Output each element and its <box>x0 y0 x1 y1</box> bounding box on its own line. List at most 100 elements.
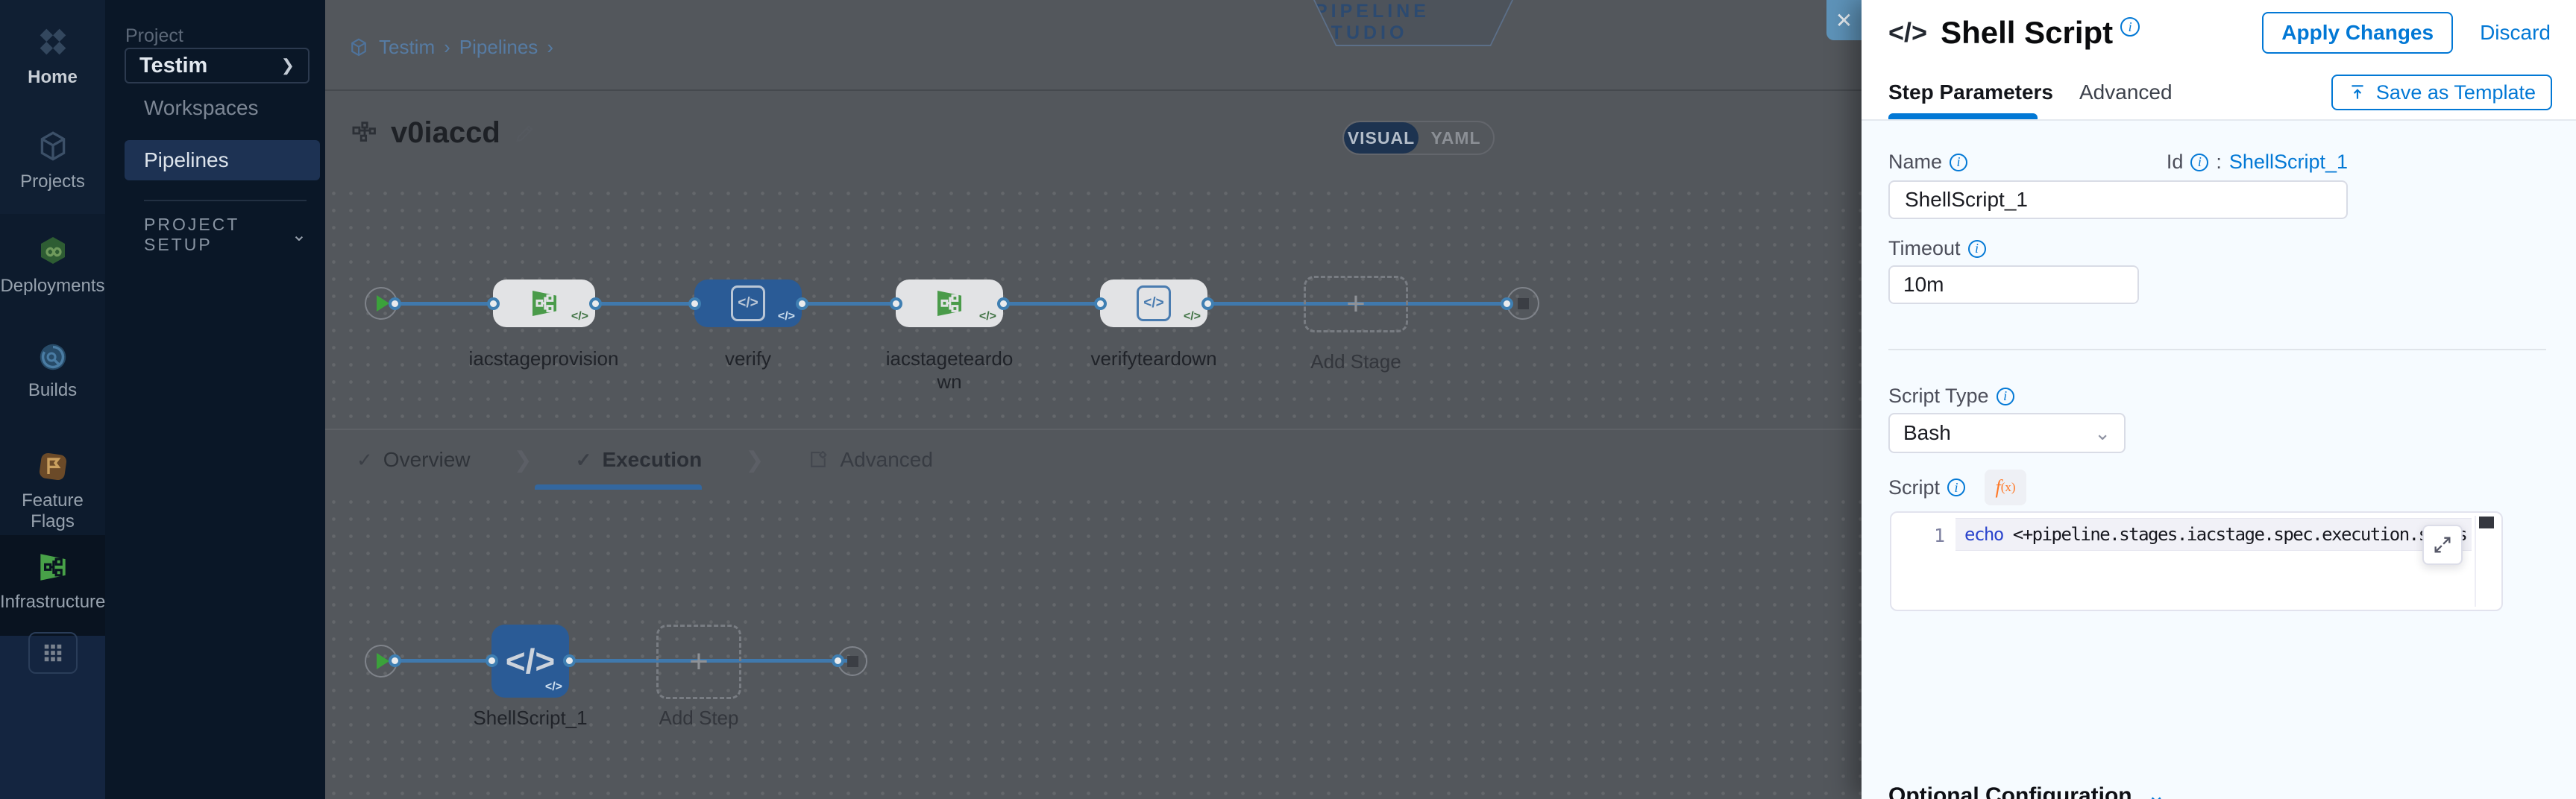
code-badge-icon: </> <box>777 310 795 323</box>
rail-section-apps <box>0 636 105 799</box>
info-icon[interactable]: i <box>2120 17 2140 37</box>
info-icon[interactable]: i <box>1967 239 1986 258</box>
pipeline-name: v0iaccd <box>391 116 500 149</box>
stage-label: iacstageteardown <box>885 347 1014 393</box>
chevron-right-icon: ❯ <box>280 56 295 75</box>
add-step-label: Add Step <box>659 707 739 729</box>
custom-stage-icon: </> <box>1137 285 1171 321</box>
sidenav-item-workspaces[interactable]: Workspaces <box>125 88 320 128</box>
save-as-template-label: Save as Template <box>2375 80 2536 104</box>
tab-advanced[interactable]: Advanced <box>807 448 933 472</box>
add-stage-button[interactable]: + <box>1304 276 1408 332</box>
project-setup-label: PROJECT SETUP <box>144 215 239 254</box>
apps-grid-button[interactable] <box>28 632 78 674</box>
id-value-link[interactable]: ShellScript_1 <box>2228 151 2348 173</box>
panel-body: Name i Id i : ShellScript_1 Timeout i <box>1862 122 2576 799</box>
line-number: 1 <box>1933 525 1945 546</box>
editor-scrollbar-track <box>2475 516 2476 607</box>
link-port <box>589 297 602 310</box>
stage-node-verify[interactable]: </> </> <box>694 280 802 327</box>
edit-pencil-icon[interactable] <box>512 121 536 145</box>
step-connector-line <box>398 659 854 663</box>
pipeline-graph-icon <box>352 121 376 142</box>
project-selector-value: Testim <box>139 53 208 78</box>
link-port <box>487 297 500 310</box>
panel-title: Shell Script <box>1941 15 2114 50</box>
infrastructure-stage-icon <box>937 291 961 316</box>
name-input[interactable] <box>1888 180 2348 219</box>
script-code-editor[interactable]: 1 echo <+pipeline.stages.iacstage.spec.e… <box>1890 511 2503 611</box>
rail-item-feature-flags[interactable]: Feature Flags <box>0 449 105 532</box>
rail-item-builds[interactable]: Builds <box>0 340 105 401</box>
module-rail: Home Projects Deployments Builds <box>0 0 115 799</box>
apply-changes-button[interactable]: Apply Changes <box>2262 12 2454 54</box>
project-selector[interactable]: Testim ❯ <box>125 48 310 83</box>
script-type-select[interactable]: Bash ⌄ <box>1888 413 2126 453</box>
expression-fx-button[interactable]: f(x) <box>1985 470 2027 505</box>
name-field-label: Name i <box>1888 151 1968 174</box>
shell-script-icon: </> <box>1888 17 1928 48</box>
step-node-shellscript[interactable]: </> </> <box>491 625 569 698</box>
tab-label: Overview <box>383 448 471 471</box>
rail-item-label: Infrastructures <box>0 592 115 612</box>
breadcrumb: Testim › Pipelines › <box>348 36 553 59</box>
timeout-input[interactable] <box>1890 267 2137 303</box>
info-icon[interactable]: i <box>1950 153 1968 171</box>
breadcrumb-project-link[interactable]: Testim <box>379 36 436 58</box>
deployments-icon <box>40 237 65 264</box>
optional-configuration-toggle[interactable]: Optional Configuration ⌄ <box>1888 783 2166 799</box>
sidenav-item-pipelines[interactable]: Pipelines <box>125 140 320 180</box>
info-icon[interactable]: i <box>1947 479 1966 496</box>
script-type-label-text: Script Type <box>1888 385 1989 407</box>
stage-node-verifyteardown[interactable]: </> </> <box>1100 280 1207 327</box>
tab-step-advanced[interactable]: Advanced <box>2079 80 2173 104</box>
discard-button[interactable]: Discard <box>2480 21 2551 44</box>
rail-item-label: Deployments <box>0 276 105 296</box>
save-as-template-button[interactable]: Save as Template <box>2331 75 2552 110</box>
stage-node-iacstageteardown[interactable]: </> <box>896 280 1003 327</box>
toggle-visual[interactable]: VISUAL <box>1344 122 1419 154</box>
script-type-value: Bash <box>1903 421 1951 444</box>
link-port <box>890 297 902 310</box>
code-line: echo <+pipeline.stages.iacstage.spec.exe… <box>1964 524 2469 545</box>
rail-item-label: Projects <box>20 171 85 192</box>
timeout-field <box>1888 265 2139 304</box>
rail-item-home[interactable]: Home <box>0 22 105 88</box>
builds-icon <box>40 344 66 370</box>
advanced-tab-icon <box>811 451 827 467</box>
close-panel-button[interactable]: ✕ <box>1826 0 1862 40</box>
pipeline-studio-badge-label: PIPELINE STUDIO <box>1315 0 1512 45</box>
fx-f: f <box>1995 476 2001 498</box>
tab-execution[interactable]: ✓ Execution <box>576 448 703 472</box>
toggle-yaml[interactable]: YAML <box>1430 127 1481 148</box>
pipeline-title-row: v0iaccd <box>351 116 536 150</box>
add-step-button[interactable]: + <box>656 625 741 699</box>
add-stage-label: Add Stage <box>1310 350 1401 373</box>
expand-editor-button[interactable] <box>2422 525 2463 565</box>
stage-node-iacstageprovision[interactable]: </> <box>493 280 595 327</box>
rail-item-infrastructures[interactable]: Infrastructures <box>0 549 115 613</box>
optional-configuration-label: Optional Configuration <box>1888 783 2132 799</box>
editor-scrollbar-thumb[interactable] <box>2479 517 2494 528</box>
info-icon[interactable]: i <box>1996 387 2014 405</box>
project-section-label: Project <box>125 25 183 46</box>
rail-item-deployments[interactable]: Deployments <box>0 234 105 297</box>
step-label: ShellScript_1 <box>473 707 588 729</box>
tab-step-parameters[interactable]: Step Parameters <box>1888 80 2054 104</box>
close-icon: ✕ <box>1835 8 1853 32</box>
check-icon: ✓ <box>356 448 373 471</box>
info-icon[interactable]: i <box>2190 153 2209 171</box>
tab-overview[interactable]: ✓ Overview <box>356 448 471 472</box>
breadcrumb-pipelines-link[interactable]: Pipelines <box>459 36 538 58</box>
link-port <box>563 654 576 667</box>
stage-label: iacstageprovision <box>468 347 619 370</box>
chevron-down-icon: ⌄ <box>2094 421 2111 444</box>
project-setup-toggle[interactable]: PROJECT SETUP ⌄ <box>144 215 307 255</box>
expand-icon <box>2434 537 2451 553</box>
tab-label: Execution <box>602 448 703 471</box>
link-port <box>1201 297 1214 310</box>
rail-item-projects[interactable]: Projects <box>0 128 105 192</box>
play-icon <box>377 653 389 669</box>
id-label: Id <box>2166 151 2184 173</box>
cube-icon <box>40 131 65 161</box>
